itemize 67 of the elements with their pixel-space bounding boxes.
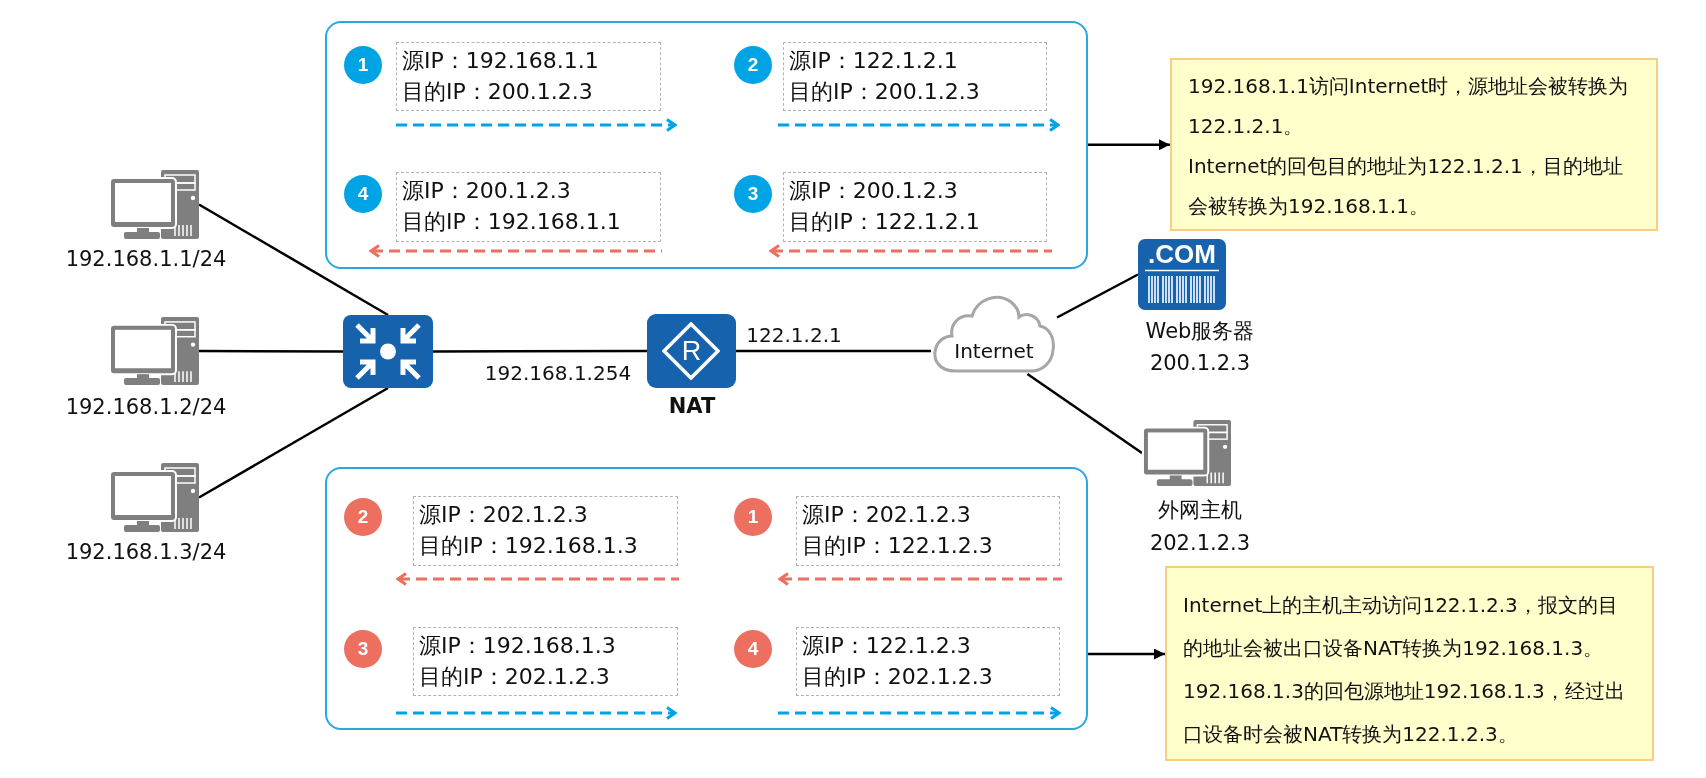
step-number-badge: 3	[344, 630, 382, 668]
arrow	[1088, 139, 1170, 151]
desktop-computer-icon	[1142, 420, 1231, 486]
ip-address-label: 192.168.1.2/24	[65, 394, 227, 420]
destination-ip-text: 目的IP：202.1.2.3	[419, 663, 610, 691]
domain-text: .COM	[1148, 242, 1216, 267]
source-ip-text: 源IP：192.168.1.1	[402, 47, 599, 75]
device-name-label: NAT	[668, 393, 716, 419]
cloud-label: Internet	[954, 339, 1034, 363]
packet-box	[413, 496, 678, 566]
source-ip-text: 源IP：200.1.2.3	[789, 177, 958, 205]
note-text: 192.168.1.3的回包源地址192.168.1.3，经过出口设备时会被NAT转换为122.1.2.3。	[1183, 678, 1626, 748]
connection-line	[736, 349, 931, 353]
step-number-badge: 3	[734, 175, 772, 213]
connection-line	[199, 349, 343, 353]
source-ip-text: 源IP：200.1.2.3	[402, 177, 571, 205]
packet-box	[783, 42, 1047, 111]
step-number-badge: 2	[344, 498, 382, 536]
arrow	[1088, 648, 1165, 660]
destination-ip-text: 目的IP：202.1.2.3	[802, 663, 993, 691]
connection-line	[198, 386, 389, 499]
server-name-label: Web服务器	[1145, 318, 1255, 344]
destination-ip-text: 目的IP：122.1.2.3	[802, 532, 993, 560]
connection-line	[433, 349, 647, 353]
source-ip-text: 源IP：122.1.2.3	[802, 632, 971, 660]
packet-box	[396, 42, 661, 111]
web-server-device	[1138, 239, 1226, 310]
connection-line	[198, 203, 389, 317]
packet-box	[796, 496, 1060, 566]
packet-box	[783, 172, 1047, 242]
router-letter: R	[681, 337, 702, 365]
destination-ip-text: 目的IP：122.1.2.1	[789, 208, 980, 236]
packet-flow-panel	[325, 21, 1088, 269]
note-text: 192.168.1.1访问Internet时，源地址会被转换为122.1.2.1。	[1188, 73, 1630, 140]
step-number-badge: 2	[734, 46, 772, 84]
destination-ip-text: 目的IP：200.1.2.3	[789, 78, 980, 106]
desktop-computer-icon	[109, 463, 199, 532]
destination-ip-text: 目的IP：192.168.1.1	[402, 208, 621, 236]
packet-box	[796, 627, 1060, 696]
desktop-computer-icon	[109, 317, 199, 385]
ip-address-label: 192.168.1.1/24	[65, 246, 227, 272]
connection-line	[1056, 273, 1139, 319]
note-box	[1165, 566, 1654, 761]
host-name-label: 外网主机	[1158, 497, 1242, 523]
packet-flow-panel	[325, 467, 1088, 730]
connection-line	[1026, 372, 1143, 455]
note-text: Internet上的主机主动访问122.1.2.3，报文的目的地址会被出口设备NAT转换为192.168.1.3。	[1183, 592, 1619, 662]
step-number-badge: 1	[734, 498, 772, 536]
source-ip-text: 源IP：192.168.1.3	[419, 632, 616, 660]
ip-address-label: 200.1.2.3	[1149, 350, 1251, 376]
source-ip-text: 源IP：122.1.2.1	[789, 47, 958, 75]
router-device	[647, 314, 736, 388]
switch-icon	[343, 315, 433, 388]
ip-address-label: 202.1.2.3	[1149, 530, 1251, 556]
source-ip-text: 源IP：202.1.2.3	[419, 501, 588, 529]
ip-address-label: 192.168.1.3/24	[65, 539, 227, 565]
step-number-badge: 1	[344, 46, 382, 84]
note-text: Internet的回包目的地址为122.1.2.1，目的地址会被转换为192.168.1.1。	[1188, 153, 1624, 220]
packet-box	[396, 172, 661, 242]
step-number-badge: 4	[734, 630, 772, 668]
step-number-badge: 4	[344, 175, 382, 213]
desktop-computer-icon	[109, 170, 199, 239]
source-ip-text: 源IP：202.1.2.3	[802, 501, 971, 529]
destination-ip-text: 目的IP：192.168.1.3	[419, 532, 638, 560]
packet-box	[413, 627, 678, 696]
note-box	[1170, 58, 1658, 231]
destination-ip-text: 目的IP：200.1.2.3	[402, 78, 593, 106]
